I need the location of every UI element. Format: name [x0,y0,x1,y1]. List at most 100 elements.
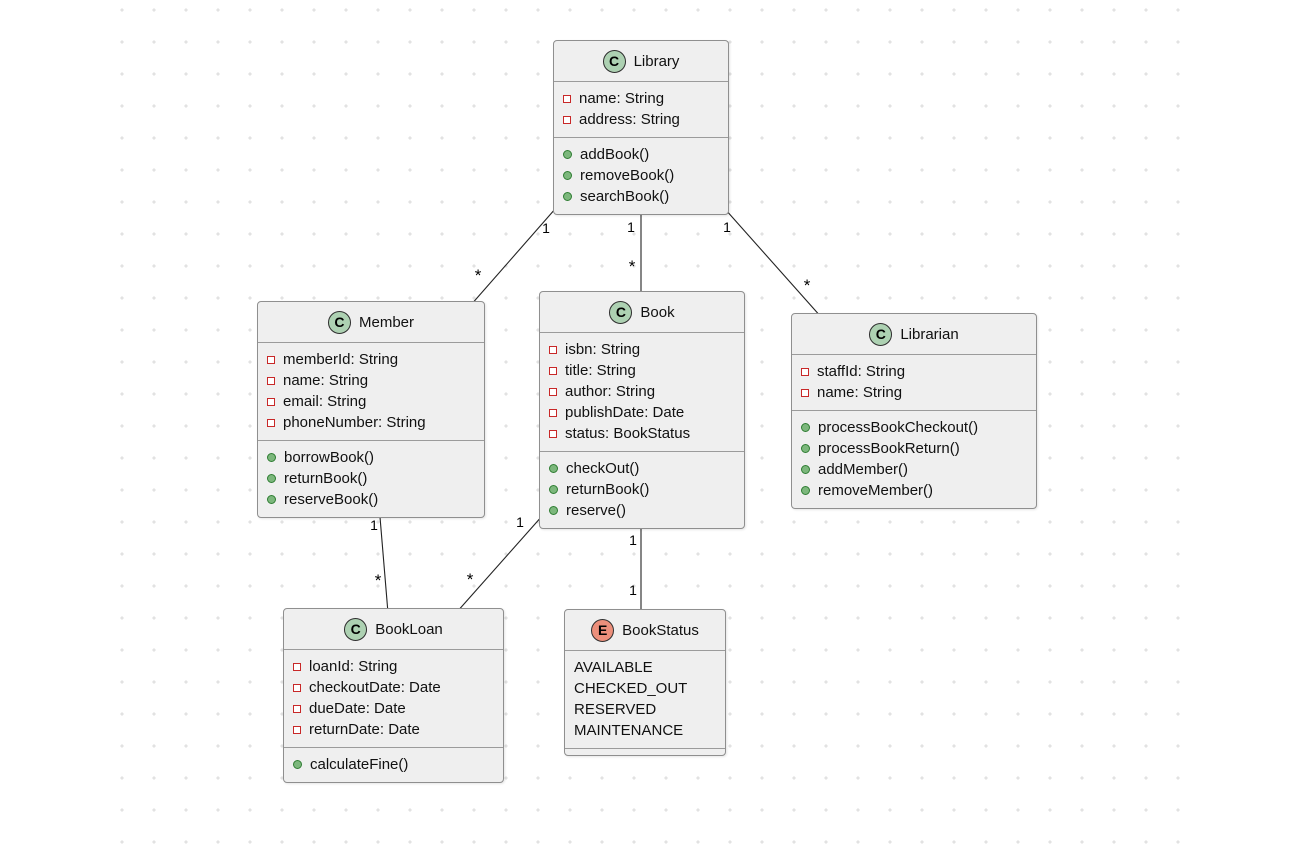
method-row: addMember() [801,459,1026,480]
method-row: calculateFine() [293,754,493,775]
field-icon [549,408,557,417]
class-node-librarian[interactable]: C Librarian staffId: String name: String… [791,313,1037,509]
enum-value: MAINTENANCE [574,722,684,739]
method-label: calculateFine() [310,756,409,773]
method-icon [801,444,810,453]
class-header: C Member [258,302,484,342]
attribute-row: checkoutDate: Date [293,677,493,698]
attribute-row: returnDate: Date [293,719,493,740]
attributes-section: name: String address: String [554,81,728,137]
class-header: C Library [554,41,728,81]
field-icon [293,683,301,692]
multiplicity-label: 1 [629,532,637,548]
method-label: searchBook() [580,188,670,205]
method-icon [549,464,558,473]
method-row: returnBook() [267,468,474,489]
attribute-label: email: String [283,393,367,410]
attribute-row: author: String [549,381,734,402]
multiplicity-label: 1 [723,219,731,235]
method-label: addBook() [580,146,650,163]
attribute-row: publishDate: Date [549,402,734,423]
method-label: returnBook() [284,470,368,487]
field-icon [549,345,557,354]
class-spot-icon: C [602,49,626,73]
enum-value: CHECKED_OUT [574,680,688,697]
methods-section: addBook() removeBook() searchBook() [554,137,728,214]
field-icon [563,115,571,124]
enum-title: BookStatus [622,621,699,639]
enum-spot-icon: E [591,618,615,642]
attribute-row: memberId: String [267,349,474,370]
attributes-section: loanId: String checkoutDate: Date dueDat… [284,649,503,747]
method-row: returnBook() [549,479,734,500]
attribute-label: isbn: String [565,341,641,358]
class-node-library[interactable]: C Library name: String address: String a… [553,40,729,215]
attribute-row: loanId: String [293,656,493,677]
method-row: removeMember() [801,480,1026,501]
method-label: removeMember() [818,482,934,499]
attribute-label: staffId: String [817,363,906,380]
attribute-label: name: String [579,90,665,107]
class-title: BookLoan [375,620,443,638]
class-header: C Librarian [792,314,1036,354]
method-row: addBook() [563,144,718,165]
class-node-book[interactable]: C Book isbn: String title: String author… [539,291,745,529]
method-row: checkOut() [549,458,734,479]
attribute-row: email: String [267,391,474,412]
method-row: reserve() [549,500,734,521]
multiplicity-label: * [628,257,636,276]
attribute-row: name: String [267,370,474,391]
method-row: searchBook() [563,186,718,207]
attribute-row: isbn: String [549,339,734,360]
method-row: processBookCheckout() [801,417,1026,438]
class-node-member[interactable]: C Member memberId: String name: String e… [257,301,485,518]
method-label: processBookCheckout() [818,419,979,436]
edge-book-bookloan [455,514,544,614]
attribute-label: title: String [565,362,636,379]
multiplicity-label: * [466,570,474,589]
attribute-label: dueDate: Date [309,700,406,717]
enum-empty-section [565,748,725,755]
class-spot-icon: C [609,300,633,324]
attribute-row: phoneNumber: String [267,412,474,433]
method-label: borrowBook() [284,449,375,466]
multiplicity-label: 1 [370,517,378,533]
multiplicity-label: 1 [629,582,637,598]
attribute-label: name: String [817,384,903,401]
field-icon [563,94,571,103]
class-node-bookloan[interactable]: C BookLoan loanId: String checkoutDate: … [283,608,504,783]
method-icon [563,150,572,159]
method-icon [267,453,276,462]
field-icon [267,418,275,427]
field-icon [549,387,557,396]
method-icon [801,423,810,432]
field-icon [801,388,809,397]
attribute-label: name: String [283,372,369,389]
attribute-label: address: String [579,111,680,128]
attribute-label: returnDate: Date [309,721,420,738]
class-spot-icon: C [327,310,351,334]
class-title: Member [358,313,414,331]
method-row: borrowBook() [267,447,474,468]
multiplicity-label: 1 [542,220,550,236]
edge-library-librarian [716,199,823,319]
enum-node-bookstatus[interactable]: E BookStatus AVAILABLE CHECKED_OUT RESER… [564,609,726,756]
method-icon [801,465,810,474]
enum-value: RESERVED [574,701,657,718]
class-title: Library [633,52,680,70]
enum-values-section: AVAILABLE CHECKED_OUT RESERVED MAINTENAN… [565,650,725,748]
method-row: reserveBook() [267,489,474,510]
attribute-label: author: String [565,383,656,400]
attribute-label: loanId: String [309,658,398,675]
class-header: C Book [540,292,744,332]
field-icon [293,704,301,713]
attribute-label: phoneNumber: String [283,414,426,431]
field-icon [549,366,557,375]
method-icon [801,486,810,495]
field-icon [267,376,275,385]
edge-member-bookloan [378,504,389,614]
attribute-row: address: String [563,109,718,130]
multiplicity-label: * [474,266,482,285]
